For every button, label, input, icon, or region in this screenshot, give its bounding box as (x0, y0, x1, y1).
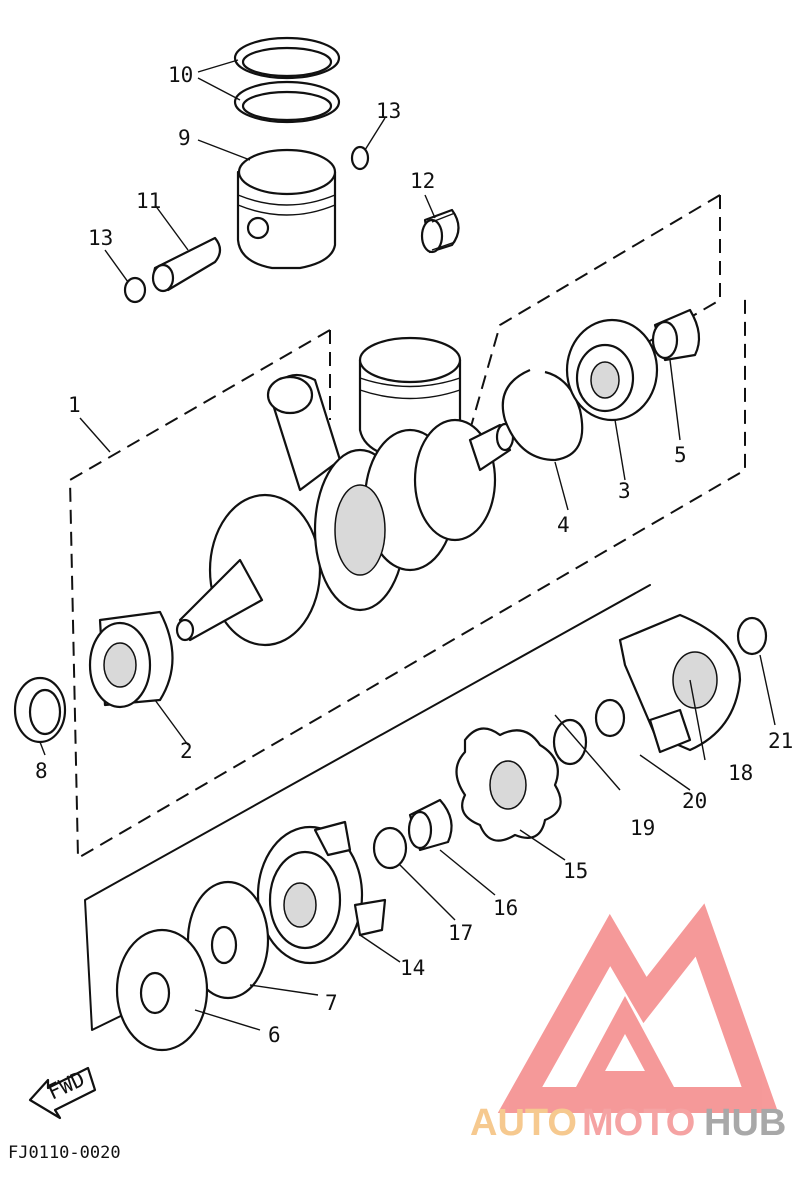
callout-7: 7 (325, 991, 338, 1015)
callout-6: 6 (268, 1023, 281, 1047)
callout-3: 3 (618, 479, 631, 503)
piston (236, 148, 337, 270)
watermark-text-hub: HUB (704, 1102, 786, 1144)
crankshaft (175, 336, 515, 647)
callout-16: 16 (493, 896, 518, 920)
callout-15: 15 (563, 859, 588, 883)
leader-lines (39, 59, 776, 1031)
callout-17: 17 (448, 921, 473, 945)
oil-seal (13, 676, 67, 744)
callout-13-left: 13 (88, 226, 113, 250)
callout-4: 4 (557, 513, 570, 537)
coupling-14 (256, 820, 387, 965)
callout-12: 12 (410, 169, 435, 193)
coupling (618, 613, 742, 754)
drawing-code: FJ0110-0020 (8, 1143, 121, 1163)
circlip-right (350, 145, 370, 171)
plate-6 (115, 928, 209, 1052)
damper-hub (489, 760, 527, 810)
o-ring-21 (736, 616, 768, 656)
needle-bearing (420, 208, 460, 254)
plate-7 (186, 880, 270, 1000)
crankshaft-upper-outline (469, 194, 721, 431)
piston-pin (151, 236, 222, 293)
fwd-arrow (28, 1066, 97, 1120)
callout-21: 21 (768, 729, 793, 753)
spacer-19 (552, 718, 588, 766)
callout-19: 19 (630, 816, 655, 840)
logo-triangle-inner (574, 996, 676, 1089)
callout-11: 11 (136, 189, 161, 213)
o-ring-17 (372, 826, 408, 870)
watermark-text-moto: MOTO (582, 1102, 695, 1144)
o-ring-20 (594, 698, 626, 738)
watermark-logo (497, 903, 779, 1113)
callout-20: 20 (682, 789, 707, 813)
callout-8: 8 (35, 759, 48, 783)
callout-5: 5 (674, 443, 687, 467)
callout-10: 10 (168, 63, 193, 87)
callout-numbers: 1 2 3 4 5 6 7 8 9 10 11 12 13 13 14 15 1… (35, 63, 793, 1047)
logo-triangle-outer (497, 903, 779, 1113)
bushing (407, 798, 453, 852)
bearing-left (88, 610, 174, 709)
collar (651, 308, 701, 362)
circlip-left (123, 276, 147, 304)
callout-13-right: 13 (376, 99, 401, 123)
callout-1: 1 (68, 393, 81, 417)
piston-rings (233, 36, 341, 124)
callout-9: 9 (178, 126, 191, 150)
callout-2: 2 (180, 739, 193, 763)
watermark-text-auto: AUTO (470, 1102, 577, 1144)
bearing-right (565, 318, 659, 422)
callout-18: 18 (728, 761, 753, 785)
callout-14: 14 (400, 956, 425, 980)
